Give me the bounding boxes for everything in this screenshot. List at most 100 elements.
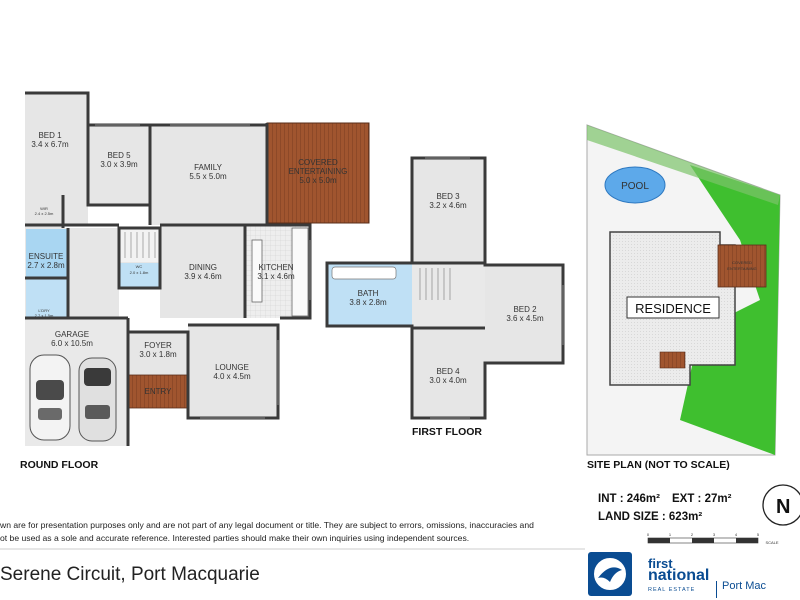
wc-name: WC — [136, 264, 143, 269]
first-floor-walls — [325, 156, 565, 420]
property-address: Serene Circuit, Port Macquarie — [0, 564, 260, 585]
scale-tick-3: 3 — [713, 532, 716, 537]
bath-name: BATH — [358, 289, 379, 298]
ground-floor-label: ROUND FLOOR — [20, 459, 99, 471]
site-plan-label: SITE PLAN (NOT TO SCALE) — [587, 459, 730, 471]
dining-name: DINING — [189, 263, 217, 272]
room-foyer — [128, 332, 188, 375]
north-compass: N — [762, 484, 800, 526]
ensuite-name: ENSUITE — [29, 252, 64, 261]
room-bed3 — [412, 158, 485, 263]
stat-ext: EXT : 27m² — [672, 493, 732, 505]
scale-bar: 0 1 2 3 4 5 SCALE — [647, 532, 779, 545]
residence-label: RESIDENCE — [635, 301, 711, 316]
room-bed5 — [88, 125, 150, 205]
logo-national: national — [648, 567, 710, 584]
kitchen-name: KITCHEN — [258, 263, 293, 272]
ensuite-size: 2.7 x 2.8m — [27, 261, 65, 270]
bed4-name: BED 4 — [436, 367, 460, 376]
pool-label: POOL — [621, 181, 649, 192]
bed2-name: BED 2 — [513, 305, 537, 314]
ldry-tiles — [26, 279, 68, 317]
bath-tub — [331, 266, 397, 280]
ldry-name: L'DRY — [38, 308, 50, 313]
lounge-name: LOUNGE — [215, 363, 249, 372]
logo-first: first — [648, 556, 673, 571]
garage-car-white — [29, 354, 71, 441]
scale-tick-1: 1 — [669, 532, 672, 537]
kitchen-size: 3.1 x 4.6m — [257, 272, 295, 281]
room-bed4 — [412, 328, 485, 418]
ldry-size: 2.7 x 1.5m — [35, 313, 54, 318]
wc-tiles — [120, 263, 160, 288]
family-size: 5.5 x 5.0m — [189, 172, 227, 181]
family-name: FAMILY — [194, 163, 223, 172]
bed3-name: BED 3 — [436, 192, 460, 201]
room-family — [150, 125, 267, 225]
site-plan: POOL RESIDENCE COVERED ENTERTAINING SITE… — [586, 124, 781, 471]
first-floor-plan: BED 3 3.2 x 4.6m BATH 3.8 x 2.8m BED 2 3… — [325, 156, 565, 438]
bed1-size: 3.4 x 6.7m — [31, 140, 69, 149]
site-entry-deck — [659, 351, 686, 369]
foyer-name: FOYER — [144, 341, 172, 350]
disclaimer-line1: wn are for presentation purposes only an… — [0, 520, 534, 530]
stat-land: LAND SIZE : 623m² — [598, 511, 702, 523]
site-covered-deck — [717, 244, 767, 288]
site-covered-label: COVERED — [732, 260, 752, 265]
room-bed2 — [485, 265, 563, 363]
covered-size: 5.0 x 5.0m — [299, 176, 337, 185]
stat-int: INT : 246m² — [598, 493, 660, 505]
disclaimer: wn are for presentation purposes only an… — [0, 519, 585, 545]
site-covered-label2: ENTERTAINING — [727, 266, 756, 271]
logo-office: Port Mac — [722, 580, 767, 592]
logo-real-estate: REAL ESTATE — [648, 587, 696, 593]
entry-name: ENTRY — [145, 387, 173, 396]
kitchen-counter — [291, 227, 309, 317]
lounge-size: 4.0 x 4.5m — [213, 372, 251, 381]
pool — [604, 166, 666, 204]
bath-size: 3.8 x 2.8m — [349, 298, 387, 307]
agency-logo[interactable]: first national REAL ESTATE Port Mac — [588, 552, 800, 600]
wir-name: WIR — [40, 206, 48, 211]
room-lounge — [188, 325, 278, 418]
scale-tick-5: 5 — [757, 532, 760, 537]
first-floor-windows — [425, 157, 564, 419]
compass-n: N — [776, 496, 790, 518]
ground-floor-windows — [95, 124, 311, 419]
scale-tick-2: 2 — [691, 532, 694, 537]
logo-divider — [716, 581, 717, 598]
foyer-size: 3.0 x 1.8m — [139, 350, 177, 359]
garage-size: 6.0 x 10.5m — [51, 339, 93, 348]
site-lawn — [680, 165, 780, 455]
wir-size: 2.4 x 2.5m — [35, 211, 54, 216]
first-national-logo-icon — [588, 552, 632, 596]
room-garage-top — [68, 228, 119, 318]
bed3-size: 3.2 x 4.6m — [429, 201, 467, 210]
garage-car-silver — [78, 357, 117, 442]
wc-size: 2.0 x 1.8m — [130, 270, 149, 275]
room-dining — [160, 225, 245, 318]
ground-floor-plan: BED 1 3.4 x 6.7m BED 5 3.0 x 3.9m FAMILY… — [20, 91, 370, 471]
first-floor-label: FIRST FLOOR — [412, 426, 482, 438]
disclaimer-line2: ot be used as a sole and accurate refere… — [0, 533, 470, 543]
bed1-name: BED 1 — [38, 131, 62, 140]
room-wir — [25, 195, 63, 228]
area-stats: INT : 246m² EXT : 27m² LAND SIZE : 623m² — [598, 493, 732, 523]
scale-tick-0: 0 — [647, 532, 650, 537]
scale-tick-4: 4 — [735, 532, 738, 537]
kitchen-bench — [251, 239, 263, 303]
garage-name: GARAGE — [55, 330, 89, 339]
bed5-size: 3.0 x 3.9m — [100, 160, 138, 169]
room-landing — [412, 263, 485, 328]
covered-name: COVERED — [298, 158, 338, 167]
covered-name2: ENTERTAINING — [289, 167, 348, 176]
bed2-size: 3.6 x 4.5m — [506, 314, 544, 323]
ground-floor-stairs — [124, 232, 156, 258]
dining-size: 3.9 x 4.6m — [184, 272, 222, 281]
site-hedge — [587, 125, 780, 205]
room-stairs — [119, 228, 160, 262]
covered-entertaining-deck — [266, 122, 370, 224]
bed4-size: 3.0 x 4.0m — [429, 376, 467, 385]
